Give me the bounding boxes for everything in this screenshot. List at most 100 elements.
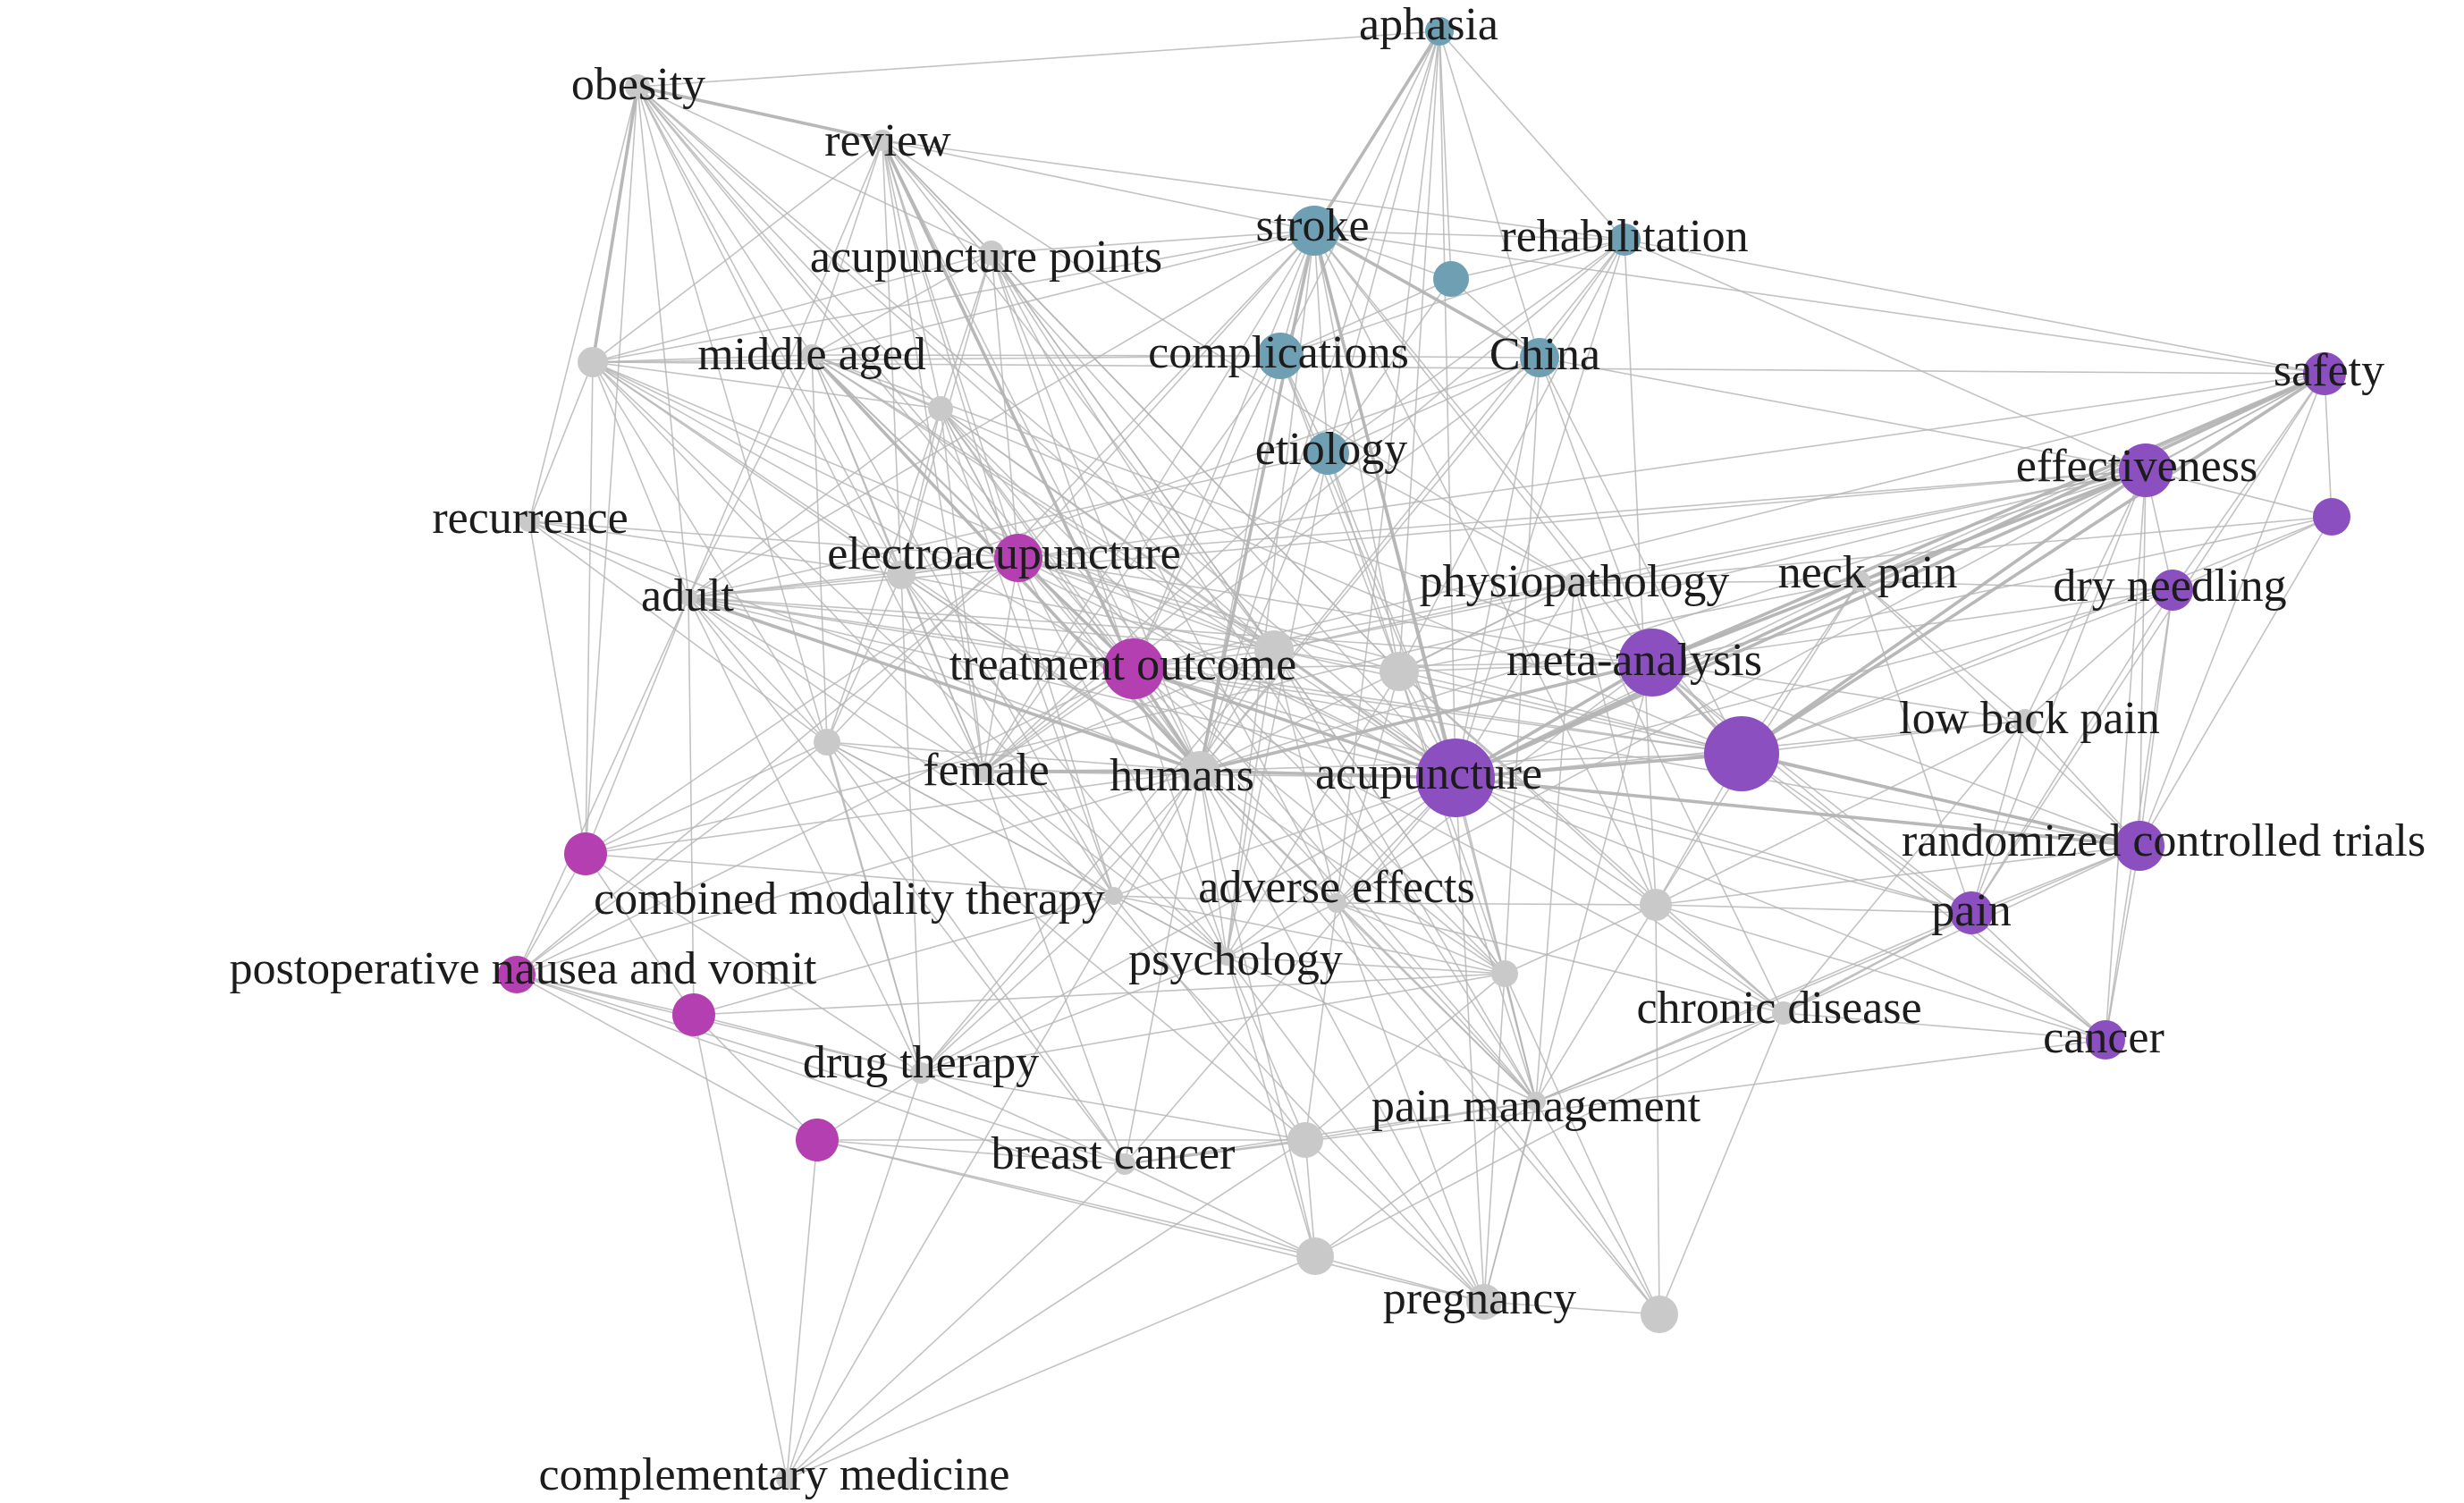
edge-china-female: [983, 357, 1540, 773]
node-layer: [498, 17, 2350, 1490]
edge-effectiveness-purple_unlabeled: [2145, 469, 2333, 518]
edge-meta_analysis-stroke: [1313, 230, 1653, 663]
edge-aphasia-adverse_effects: [1336, 30, 1440, 904]
edge-purple_big-electroacupuncture: [1017, 557, 1743, 755]
node-middle-aged: [801, 344, 823, 366]
edge-gray_d-psychology: [1226, 649, 1275, 958]
edge-purple_big-purple_unlabeled: [1741, 516, 2333, 755]
edge-pain-gray_g: [1655, 904, 1972, 914]
edge-acupuncture-combined_modality: [1113, 777, 1456, 897]
edge-pain-dry_needling: [1970, 589, 2173, 914]
edge-stroke-rehabilitation: [1313, 230, 1625, 241]
edge-magenta_mid-combined_modality: [693, 895, 1115, 1016]
edge-rehabilitation-effectiveness: [1624, 239, 2147, 471]
edge-pregnancy-gray_k: [1483, 1301, 1660, 1315]
edge-gray_g-chronic_disease: [1655, 904, 1785, 1014]
edge-female-gray_a: [592, 361, 984, 773]
edge-acupuncture_points-gray_b: [940, 252, 992, 410]
edge-treatment_outcome-stroke: [1133, 230, 1315, 670]
edge-adult-gray_f: [688, 596, 828, 743]
edge-humans-pregnancy: [1199, 770, 1485, 1303]
edge-adult-obesity: [637, 86, 689, 598]
node-cancer: [2086, 1020, 2125, 1060]
node-magenta-mid: [672, 993, 715, 1036]
edge-female-obesity: [637, 86, 984, 773]
edge-gray_b-pain_management: [940, 408, 1537, 1102]
edge-stroke-safety: [1313, 230, 2325, 375]
edge-humans-magenta_left: [585, 770, 1201, 855]
edge-china-teal_unlabeled: [1450, 278, 1540, 359]
node-complications: [1257, 333, 1304, 379]
edge-gray_d-pain_management: [1273, 649, 1537, 1102]
edge-gray_f-combined_modality: [826, 741, 1115, 897]
edge-drug_therapy-gray_i: [920, 1072, 1306, 1141]
edge-complications-teal_unlabeled: [1279, 278, 1452, 357]
edge-stroke-female: [983, 230, 1315, 773]
edge-treatment_outcome-gray_b: [940, 408, 1135, 670]
edge-meta_analysis-neck_pain: [1651, 580, 1861, 663]
edge-humans-breast_cancer: [1124, 770, 1201, 1165]
edge-gray_b-gray_f: [826, 408, 941, 743]
edge-adult-magenta_mid: [688, 596, 695, 1016]
edge-treatment_outcome-pain_management: [1133, 668, 1537, 1102]
edge-pain-low_back_pain: [1970, 720, 2026, 914]
node-pain-management: [1526, 1092, 1546, 1111]
edge-china-etiology: [1327, 357, 1540, 454]
edge-adult-gray_a: [592, 361, 689, 598]
edge-gray_d-gray_h: [1273, 649, 1506, 975]
node-meta-analysis: [1618, 629, 1686, 697]
edge-pain_management-gray_j: [1314, 1101, 1537, 1257]
edge-magenta_mid-magenta_low: [693, 1014, 818, 1141]
edge-gray_f-drug_therapy: [826, 741, 922, 1074]
node-neck-pain: [1849, 570, 1870, 592]
edge-magenta_low-complementary_medicine: [786, 1139, 818, 1480]
node-female: [973, 761, 994, 782]
node-acupuncture: [1416, 739, 1495, 817]
label-stroke: stroke: [1255, 200, 1369, 251]
edge-humans-female: [982, 769, 1202, 773]
edge-treatment_outcome-complications: [1133, 355, 1281, 670]
edge-electroacupuncture-adult: [688, 557, 1019, 598]
node-magenta-low: [796, 1119, 839, 1161]
label-pain: pain: [1931, 885, 2012, 936]
edge-electroacupuncture-gray_e: [1017, 557, 1400, 672]
edge-adverse_effects-pregnancy: [1336, 902, 1485, 1303]
edge-meta_analysis-safety: [1650, 372, 2326, 664]
edge-purple_big-low_back_pain: [1741, 720, 2026, 755]
edge-aphasia-teal_unlabeled: [1439, 30, 1452, 280]
edge-treatment_outcome-review: [881, 139, 1135, 671]
edge-magenta_left-combined_modality: [585, 853, 1115, 897]
edge-humans-gray_k: [1199, 770, 1660, 1315]
edge-gray_d-drug_therapy: [920, 649, 1275, 1074]
label-effectiveness: effectiveness: [2016, 441, 2257, 492]
edge-recurrence-gray_c: [528, 520, 902, 576]
edge-gray_a-gray_b: [592, 361, 941, 410]
edge-purple_big-safety: [1740, 372, 2326, 756]
edge-gray_h-gray_k: [1504, 973, 1660, 1315]
edge-acupuncture-rct: [1454, 776, 2141, 848]
label-acupuncture: acupuncture: [1315, 748, 1542, 799]
label-aphasia: aphasia: [1359, 0, 1498, 50]
edge-purple_big-cancer: [1741, 753, 2106, 1041]
edge-dry_needling-neck_pain: [1859, 580, 2173, 591]
label-review: review: [824, 115, 951, 166]
edge-obesity-gray_b: [637, 86, 941, 410]
edge-gray_b-combined_modality: [940, 408, 1115, 897]
edge-gray_e-gray_h: [1398, 671, 1506, 975]
edge-rct-neck_pain: [1859, 580, 2140, 847]
edge-ponv-breast_cancer: [516, 974, 1126, 1165]
label-psychology: psychology: [1128, 934, 1343, 985]
edge-low_back_pain-gray_g: [1655, 720, 2026, 906]
edge-treatment_outcome-gray_a: [592, 361, 1135, 670]
edge-humans-china: [1199, 357, 1540, 772]
edge-treatment_outcome-adult: [688, 596, 1135, 670]
edge-dry_needling-cancer: [2105, 589, 2173, 1041]
node-review: [872, 130, 893, 151]
edge-adverse_effects-gray_g: [1336, 902, 1657, 906]
edge-pain_management-gray_k: [1535, 1101, 1660, 1315]
edge-acupuncture-obesity: [637, 86, 1456, 779]
edge-humans-gray_j: [1199, 770, 1316, 1257]
edge-stroke-review: [882, 139, 1315, 232]
label-neck-pain: neck pain: [1778, 547, 1958, 598]
